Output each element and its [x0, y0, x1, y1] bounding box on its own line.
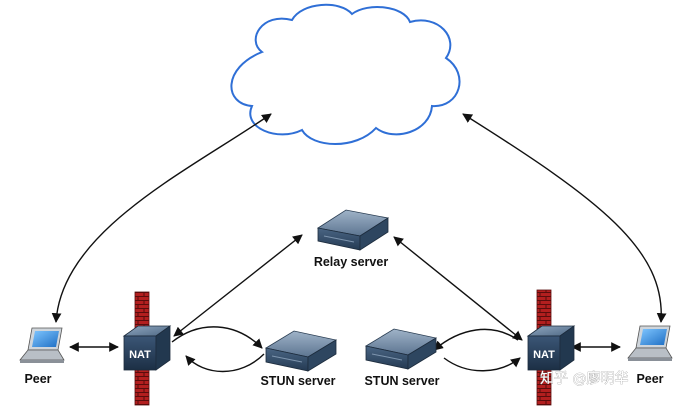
arrow-stun-to-nat-left: [185, 353, 265, 373]
peer-left-label: Peer: [24, 372, 51, 386]
internet-cloud: [230, 3, 461, 145]
arrow-nat-left-to-stun: [171, 326, 263, 349]
arrow-stun-to-nat-right: [443, 357, 521, 372]
peer-right-label: Peer: [636, 372, 663, 386]
stun-server-left-label: STUN server: [260, 374, 335, 388]
nat-left-icon: [122, 325, 172, 371]
arrow-relay-nat-right: [393, 236, 523, 341]
laptop-left-icon: [19, 327, 65, 363]
nat-left-label: NAT: [129, 349, 151, 361]
watermark: 知乎 @廖明华: [540, 370, 628, 387]
arrow-nat-left-relay: [173, 234, 303, 337]
relay-server-label: Relay server: [314, 255, 389, 269]
stun-server-right-icon: [364, 328, 438, 370]
nat-right-icon: [526, 325, 576, 371]
stun-server-left-icon: [264, 330, 338, 372]
arrow-cloud-peer-left: [51, 113, 272, 323]
arrow-nat-right-to-stun: [433, 328, 519, 351]
nat-right-label: NAT: [533, 349, 555, 361]
stun-server-right-label: STUN server: [364, 374, 439, 388]
relay-server-icon: [316, 209, 390, 251]
arrow-cloud-peer-right: [462, 113, 667, 323]
laptop-right-icon: [627, 325, 673, 361]
